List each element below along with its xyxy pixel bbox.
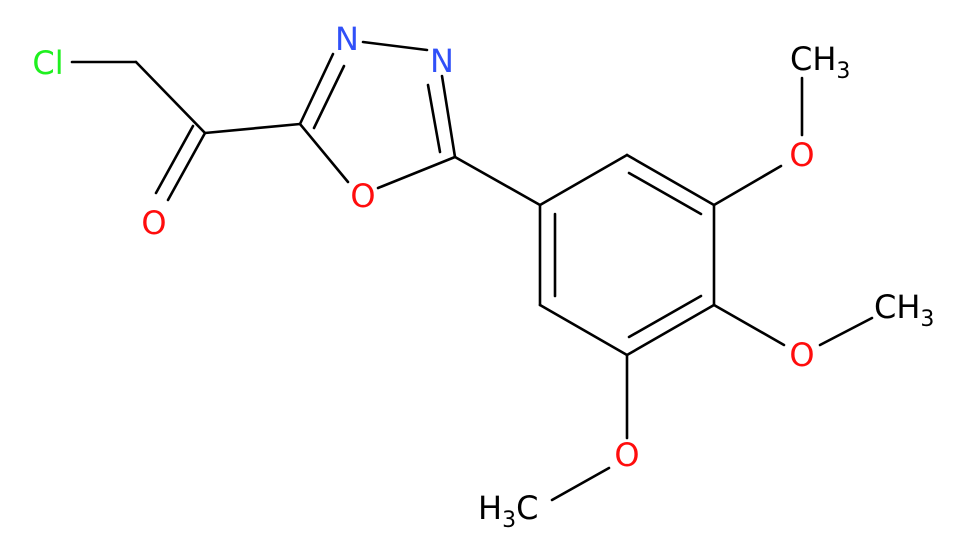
atom-o-methoxy-bottom: O [614,436,639,474]
bond-o-ch3-mid [818,316,874,347]
bond-carbonyl-c2 [203,122,302,135]
bond-carbonyl-o-1 [166,131,207,202]
bond-n4-c5-1 [440,74,457,159]
atom-o-methoxy-top: O [789,136,814,174]
bond-ar-2-3 [625,153,716,207]
atom-cl: Cl [32,44,63,82]
bond-ar-5-6 [538,303,629,357]
bond-ar-4-5-inner [627,294,703,339]
bonds [70,40,874,502]
bond-c2-n3-1 [298,52,335,126]
atom-n3: N [335,20,359,58]
bond-c5-phenyl [453,155,542,207]
group-ch3-top: CH3 [790,40,850,84]
group-ch3-bottom-sub: 3 [502,508,516,533]
group-ch3-top-sub: 3 [836,59,850,84]
bond-n3-n4 [361,40,429,52]
bond-ar-4-5 [625,303,716,357]
atom-o-ring: O [350,177,375,215]
bond-ar-1-2 [538,153,629,207]
bond-n4-c5-2 [426,83,442,154]
group-ch3-mid-sub: 3 [920,307,934,332]
group-ch3-bottom: H3C [478,489,538,533]
bond-ar-2-3-inner [627,171,703,216]
bond-ch2-carbonyl [134,60,207,135]
atom-o-carbonyl: O [141,204,166,242]
group-ch3-mid-main: CH [874,288,920,326]
group-ch3-bottom-pre: H [478,489,502,527]
atom-n4: N [430,42,454,80]
atom-labels: Cl O N N O O O O CH3 CH3 H3C [32,20,934,533]
bond-o-ch3-bottom [550,466,611,502]
bond-c5-o1 [376,155,457,190]
bond-o1-c2 [298,122,350,184]
group-ch3-top-main: CH [790,40,836,78]
group-ch3-mid: CH3 [874,288,934,332]
bond-c2-n3-2 [312,64,346,130]
group-ch3-bottom-post: C [516,489,538,527]
atom-o-methoxy-mid: O [789,336,814,374]
bond-ar-o-top [712,164,783,207]
bond-ar-o-mid [712,303,786,347]
bond-carbonyl-o-2 [154,124,195,195]
